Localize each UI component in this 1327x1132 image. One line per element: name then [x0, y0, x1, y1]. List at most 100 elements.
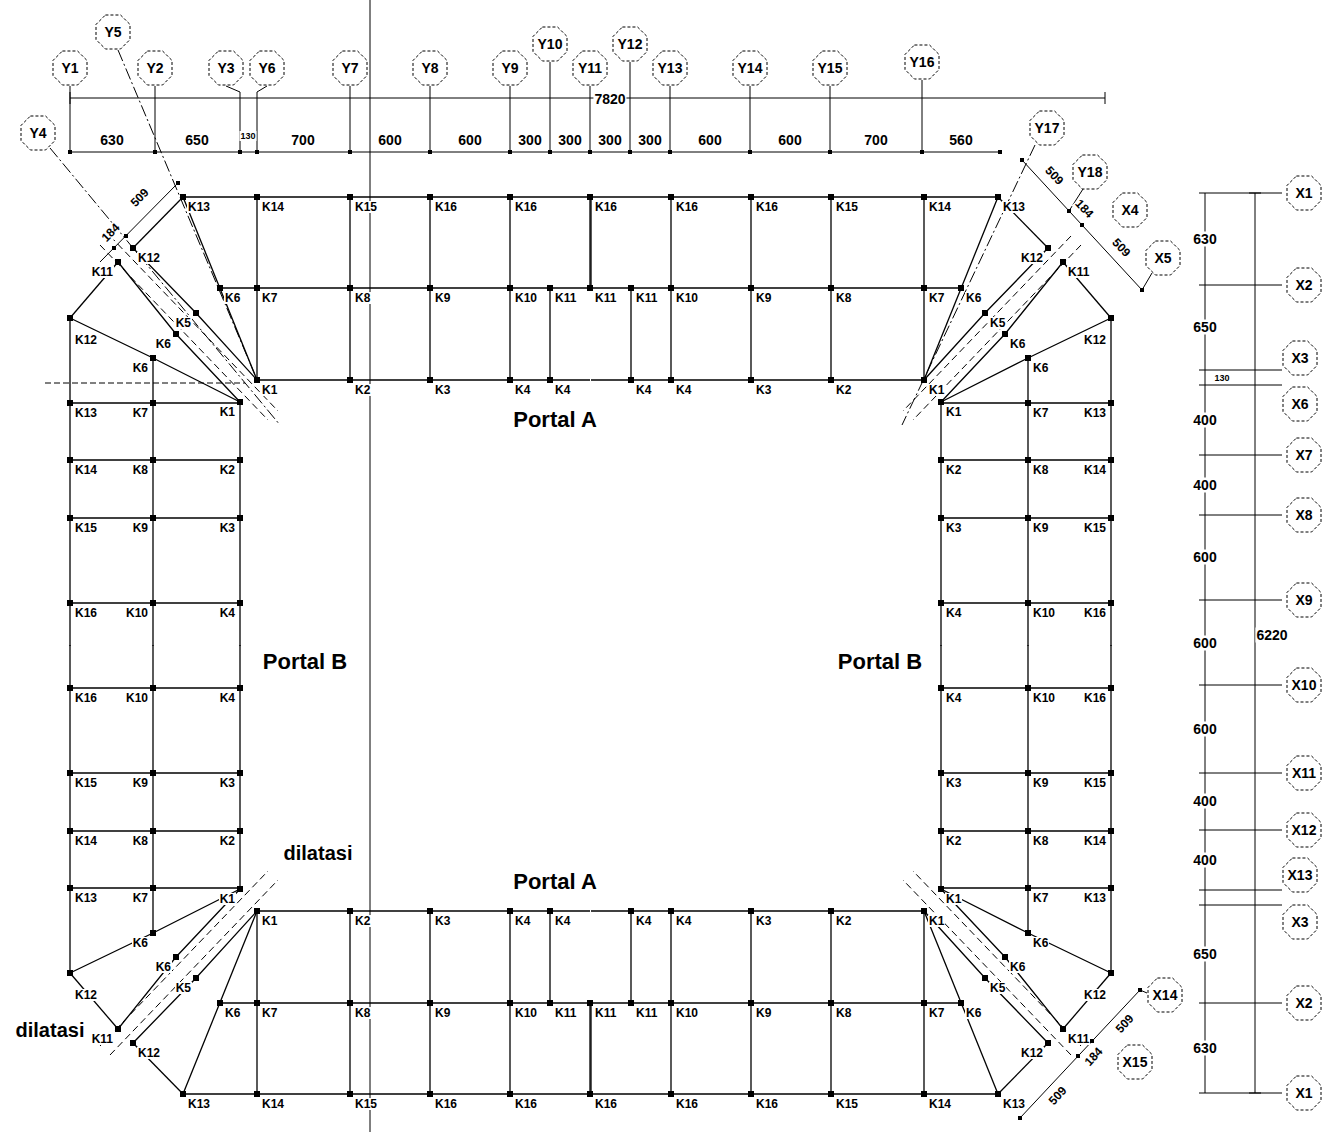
- axis-bubble: X14: [1147, 977, 1183, 1013]
- column-dot: [1060, 259, 1066, 265]
- column-dot: [547, 377, 553, 383]
- axis-bubble-shape: [813, 51, 847, 85]
- dimension: 600: [1192, 636, 1217, 651]
- dimension-tick: [1199, 385, 1211, 386]
- dimension: 630: [1192, 232, 1217, 247]
- dilatation-line: [903, 880, 1071, 1055]
- column-label: K4: [945, 692, 962, 704]
- grid-axis-line: [510, 86, 511, 152]
- column-dot: [1020, 158, 1024, 162]
- column-dot: [547, 908, 553, 914]
- dimension: 509: [1113, 1012, 1138, 1037]
- axis-bubble: Y10: [532, 26, 568, 62]
- column-label: K11: [554, 1007, 577, 1019]
- column-label: K7: [132, 407, 149, 419]
- column-dot: [628, 377, 634, 383]
- axis-bubble-shape: [1073, 155, 1107, 189]
- column-dot: [938, 457, 944, 463]
- grid-axis-line: [1211, 685, 1282, 686]
- column-label: K11: [635, 292, 658, 304]
- column-label: K13: [187, 1098, 211, 1110]
- dimension-tick: [1199, 600, 1211, 601]
- column-dot: [237, 515, 243, 521]
- column-label: K2: [354, 915, 371, 927]
- column-dot: [150, 770, 156, 776]
- column-label: K2: [354, 384, 371, 396]
- column-label: K3: [434, 915, 451, 927]
- axis-bubble: X11: [1286, 755, 1322, 791]
- column-label: K10: [125, 692, 149, 704]
- column-label: K1: [928, 915, 945, 927]
- column-dot: [254, 908, 260, 914]
- column-dot: [237, 399, 243, 405]
- axis-bubble: X2: [1286, 267, 1322, 303]
- column-label: K7: [1032, 407, 1049, 419]
- grid-axis-line: [830, 86, 831, 152]
- beam-line: [589, 1003, 590, 1094]
- column-dot: [67, 970, 73, 976]
- grid-axis-line: [1211, 830, 1282, 831]
- column-label: K13: [74, 407, 98, 419]
- column-label: K16: [675, 201, 699, 213]
- column-dot: [938, 685, 944, 691]
- column-label: K4: [675, 915, 692, 927]
- dimension: 184: [1082, 1045, 1107, 1070]
- column-dot: [67, 685, 73, 691]
- column-label: K12: [1083, 989, 1107, 1001]
- portal-title: Portal B: [837, 650, 923, 674]
- column-label: K12: [1083, 334, 1107, 346]
- beam-line: [591, 287, 961, 288]
- column-dot: [427, 194, 433, 200]
- portal-title: Portal A: [512, 870, 598, 894]
- column-dot: [507, 194, 513, 200]
- axis-bubble-shape: [1113, 193, 1147, 227]
- column-label: K15: [354, 201, 378, 213]
- axis-name: X13: [1288, 867, 1313, 883]
- axis-bubble: Y12: [612, 26, 648, 62]
- axis-bubble: Y15: [812, 50, 848, 86]
- dimension: 650: [184, 133, 209, 148]
- column-dot: [995, 194, 1001, 200]
- dimension-tick: [1199, 890, 1211, 891]
- grid-axis-line: [1211, 773, 1282, 774]
- dimension-tick: [1199, 370, 1211, 371]
- axis-name: Y6: [258, 60, 275, 76]
- column-dot: [150, 355, 156, 361]
- grid-axis-line: [1211, 1093, 1282, 1094]
- column-dot: [921, 285, 927, 291]
- axis-bubble: X5: [1145, 240, 1181, 276]
- grid-axis-line: [922, 80, 923, 152]
- axis-bubble: Y6: [249, 50, 285, 86]
- column-label: K14: [74, 464, 98, 476]
- dimension: 509: [1109, 236, 1134, 261]
- dimension: 600: [697, 133, 722, 148]
- column-label: K4: [675, 384, 692, 396]
- column-label: K4: [219, 607, 236, 619]
- dimension: 400: [1192, 794, 1217, 809]
- beam-line: [924, 911, 1048, 1043]
- column-label: K16: [1083, 607, 1107, 619]
- column-dot: [237, 770, 243, 776]
- column-label: K16: [74, 692, 98, 704]
- dimension: 600: [457, 133, 482, 148]
- axis-bubble-shape: [733, 51, 767, 85]
- dimension: 650: [1192, 320, 1217, 335]
- axis-bubble: Y16: [904, 44, 940, 80]
- beam-line: [257, 910, 590, 911]
- axis-name: X9: [1295, 592, 1312, 608]
- column-label: K16: [755, 201, 779, 213]
- column-label: K7: [261, 1007, 278, 1019]
- axis-name: Y9: [501, 60, 518, 76]
- axis-name: X7: [1295, 447, 1312, 463]
- axis-name: X10: [1292, 677, 1317, 693]
- column-dot: [958, 285, 964, 291]
- column-dot: [67, 600, 73, 606]
- column-dot: [150, 457, 156, 463]
- column-dot: [668, 1091, 674, 1097]
- column-dot: [982, 310, 988, 316]
- column-label: K6: [132, 937, 149, 949]
- dimension-tick: [1199, 1003, 1211, 1004]
- column-label: K7: [928, 1007, 945, 1019]
- column-dot: [1018, 1116, 1022, 1120]
- axis-bubble: Y11: [572, 50, 608, 86]
